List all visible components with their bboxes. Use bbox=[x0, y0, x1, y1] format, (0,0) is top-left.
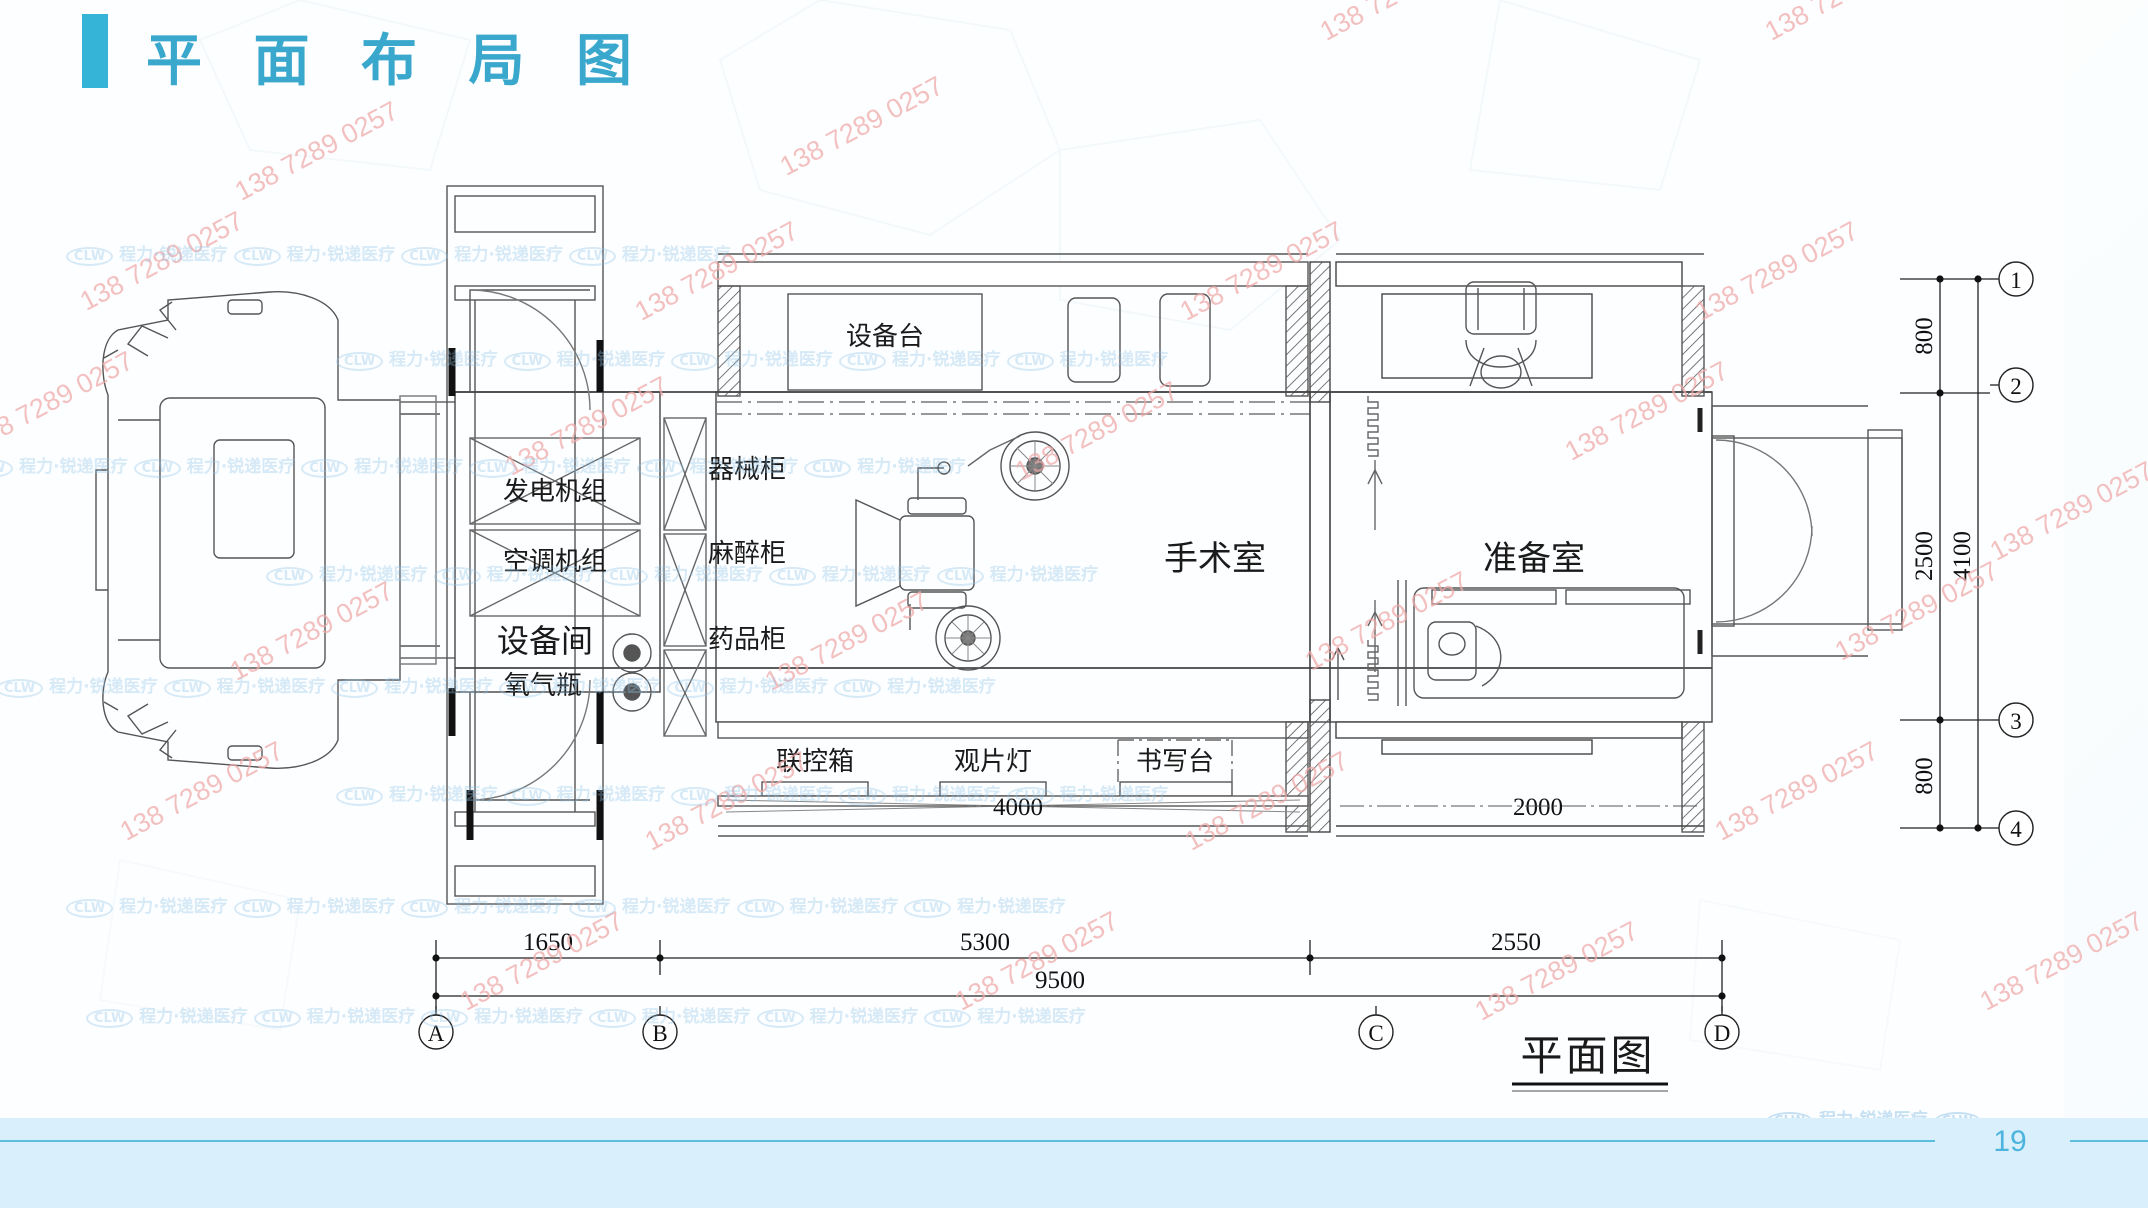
dim-right-800-top: 800 bbox=[1911, 317, 1938, 355]
grid-label-4: 4 bbox=[2010, 817, 2022, 842]
partition-wall bbox=[1309, 261, 1383, 833]
dim-interior-2000: 2000 bbox=[1513, 794, 1563, 821]
label-writing-desk: 书写台 bbox=[1136, 747, 1214, 777]
slide-white-body bbox=[0, 0, 2064, 1118]
grid-bubbles-horizontal: A B C D bbox=[418, 1006, 1740, 1050]
label-anesthesia-cabinet: 麻醉柜 bbox=[708, 539, 786, 569]
dim-interior-4000: 4000 bbox=[993, 794, 1043, 821]
prep-stretcher-top bbox=[1465, 281, 1537, 389]
oxygen-cylinders bbox=[612, 633, 652, 712]
equipment-room-walls bbox=[454, 289, 661, 801]
surgical-lamp-lower bbox=[935, 605, 1001, 671]
dim-right-4100: 4100 bbox=[1949, 531, 1976, 581]
dim-right-800-bottom: 800 bbox=[1911, 757, 1938, 795]
drawing-caption: 平面图 bbox=[1520, 1031, 1655, 1080]
wall-ticks bbox=[448, 340, 604, 840]
label-oxygen-cylinder: 氧气瓶 bbox=[504, 671, 582, 701]
page-title: 平 面 布 局 图 bbox=[146, 29, 648, 94]
cabinet-column bbox=[663, 417, 707, 737]
label-equipment-room: 设备间 bbox=[497, 622, 593, 660]
label-instrument-cabinet: 器械柜 bbox=[708, 455, 786, 485]
label-ac-unit: 空调机组 bbox=[503, 547, 607, 577]
title-accent-bar bbox=[82, 14, 108, 88]
surgical-table bbox=[855, 461, 975, 630]
grid-label-B: B bbox=[652, 1021, 667, 1046]
surgical-lamp-upper bbox=[967, 431, 1070, 501]
prep-stretcher-bottom bbox=[1331, 580, 1691, 706]
grid-label-A: A bbox=[428, 1021, 445, 1046]
operating-room-bottom-alcove bbox=[717, 721, 1309, 833]
operating-room-top-alcove bbox=[717, 261, 1309, 397]
grid-label-1: 1 bbox=[2010, 268, 2022, 293]
label-film-viewer: 观片灯 bbox=[954, 747, 1032, 777]
dim-bottom-1650: 1650 bbox=[523, 929, 573, 956]
label-equipment-bench: 设备台 bbox=[846, 322, 924, 352]
label-operating-room: 手术室 bbox=[1164, 539, 1266, 579]
side-storage-box bbox=[446, 185, 604, 905]
right-dimension-chain bbox=[1900, 275, 1990, 832]
dim-right-2500: 2500 bbox=[1911, 531, 1938, 581]
slide-footer bbox=[0, 1118, 2148, 1208]
footer-line-right bbox=[2070, 1140, 2148, 1142]
rear-door-ramp bbox=[1697, 405, 1903, 657]
grid-label-2: 2 bbox=[2010, 374, 2022, 399]
footer-line-left bbox=[0, 1140, 1935, 1142]
grid-label-3: 3 bbox=[2010, 709, 2022, 734]
grid-label-D: D bbox=[1714, 1021, 1731, 1046]
label-generator-set: 发电机组 bbox=[503, 477, 607, 507]
truck-cab bbox=[95, 291, 440, 769]
equipment-units bbox=[469, 437, 641, 617]
chassis bbox=[399, 395, 455, 665]
outer-rails bbox=[718, 253, 1704, 837]
dim-bottom-9500: 9500 bbox=[1035, 967, 1085, 994]
grid-bubbles-vertical: 1 2 3 4 bbox=[1990, 261, 2034, 846]
label-control-box: 联控箱 bbox=[776, 747, 854, 777]
label-medicine-cabinet: 药品柜 bbox=[708, 625, 786, 655]
page-number: 19 bbox=[1993, 1125, 2027, 1158]
dim-bottom-2550: 2550 bbox=[1491, 929, 1541, 956]
grid-label-C: C bbox=[1368, 1021, 1383, 1046]
dim-bottom-5300: 5300 bbox=[960, 929, 1010, 956]
label-preparation-room: 准备室 bbox=[1483, 539, 1585, 579]
preparation-room-walls bbox=[1329, 261, 1713, 833]
body-shell bbox=[455, 391, 1712, 669]
bottom-dimension-chain bbox=[432, 940, 1726, 1012]
